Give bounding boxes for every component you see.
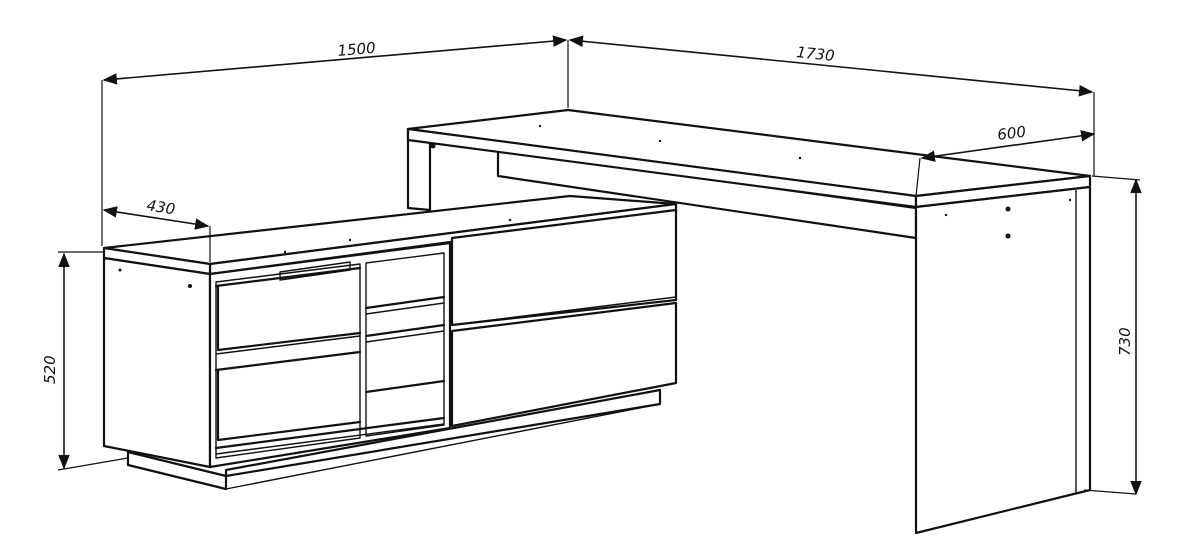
dim-label-desk-depth: 600 <box>996 123 1027 144</box>
dim-label-desk-length: 1730 <box>796 43 836 65</box>
cabinet <box>102 194 678 491</box>
dim-label-cabinet-length: 1500 <box>337 39 377 60</box>
desk <box>406 108 1092 535</box>
drawer-bottom <box>450 301 678 428</box>
dimension-lines <box>57 35 1142 496</box>
dimension-labels: 1500 1730 600 430 520 730 <box>41 39 1134 384</box>
dim-label-cabinet-height: 520 <box>41 355 59 384</box>
dim-label-cabinet-depth: 430 <box>145 196 176 218</box>
desk-right-leg <box>914 185 1092 535</box>
cabinet-side-panel <box>102 256 212 469</box>
dim-label-desk-height: 730 <box>1116 327 1134 356</box>
drawer-top <box>450 208 678 327</box>
